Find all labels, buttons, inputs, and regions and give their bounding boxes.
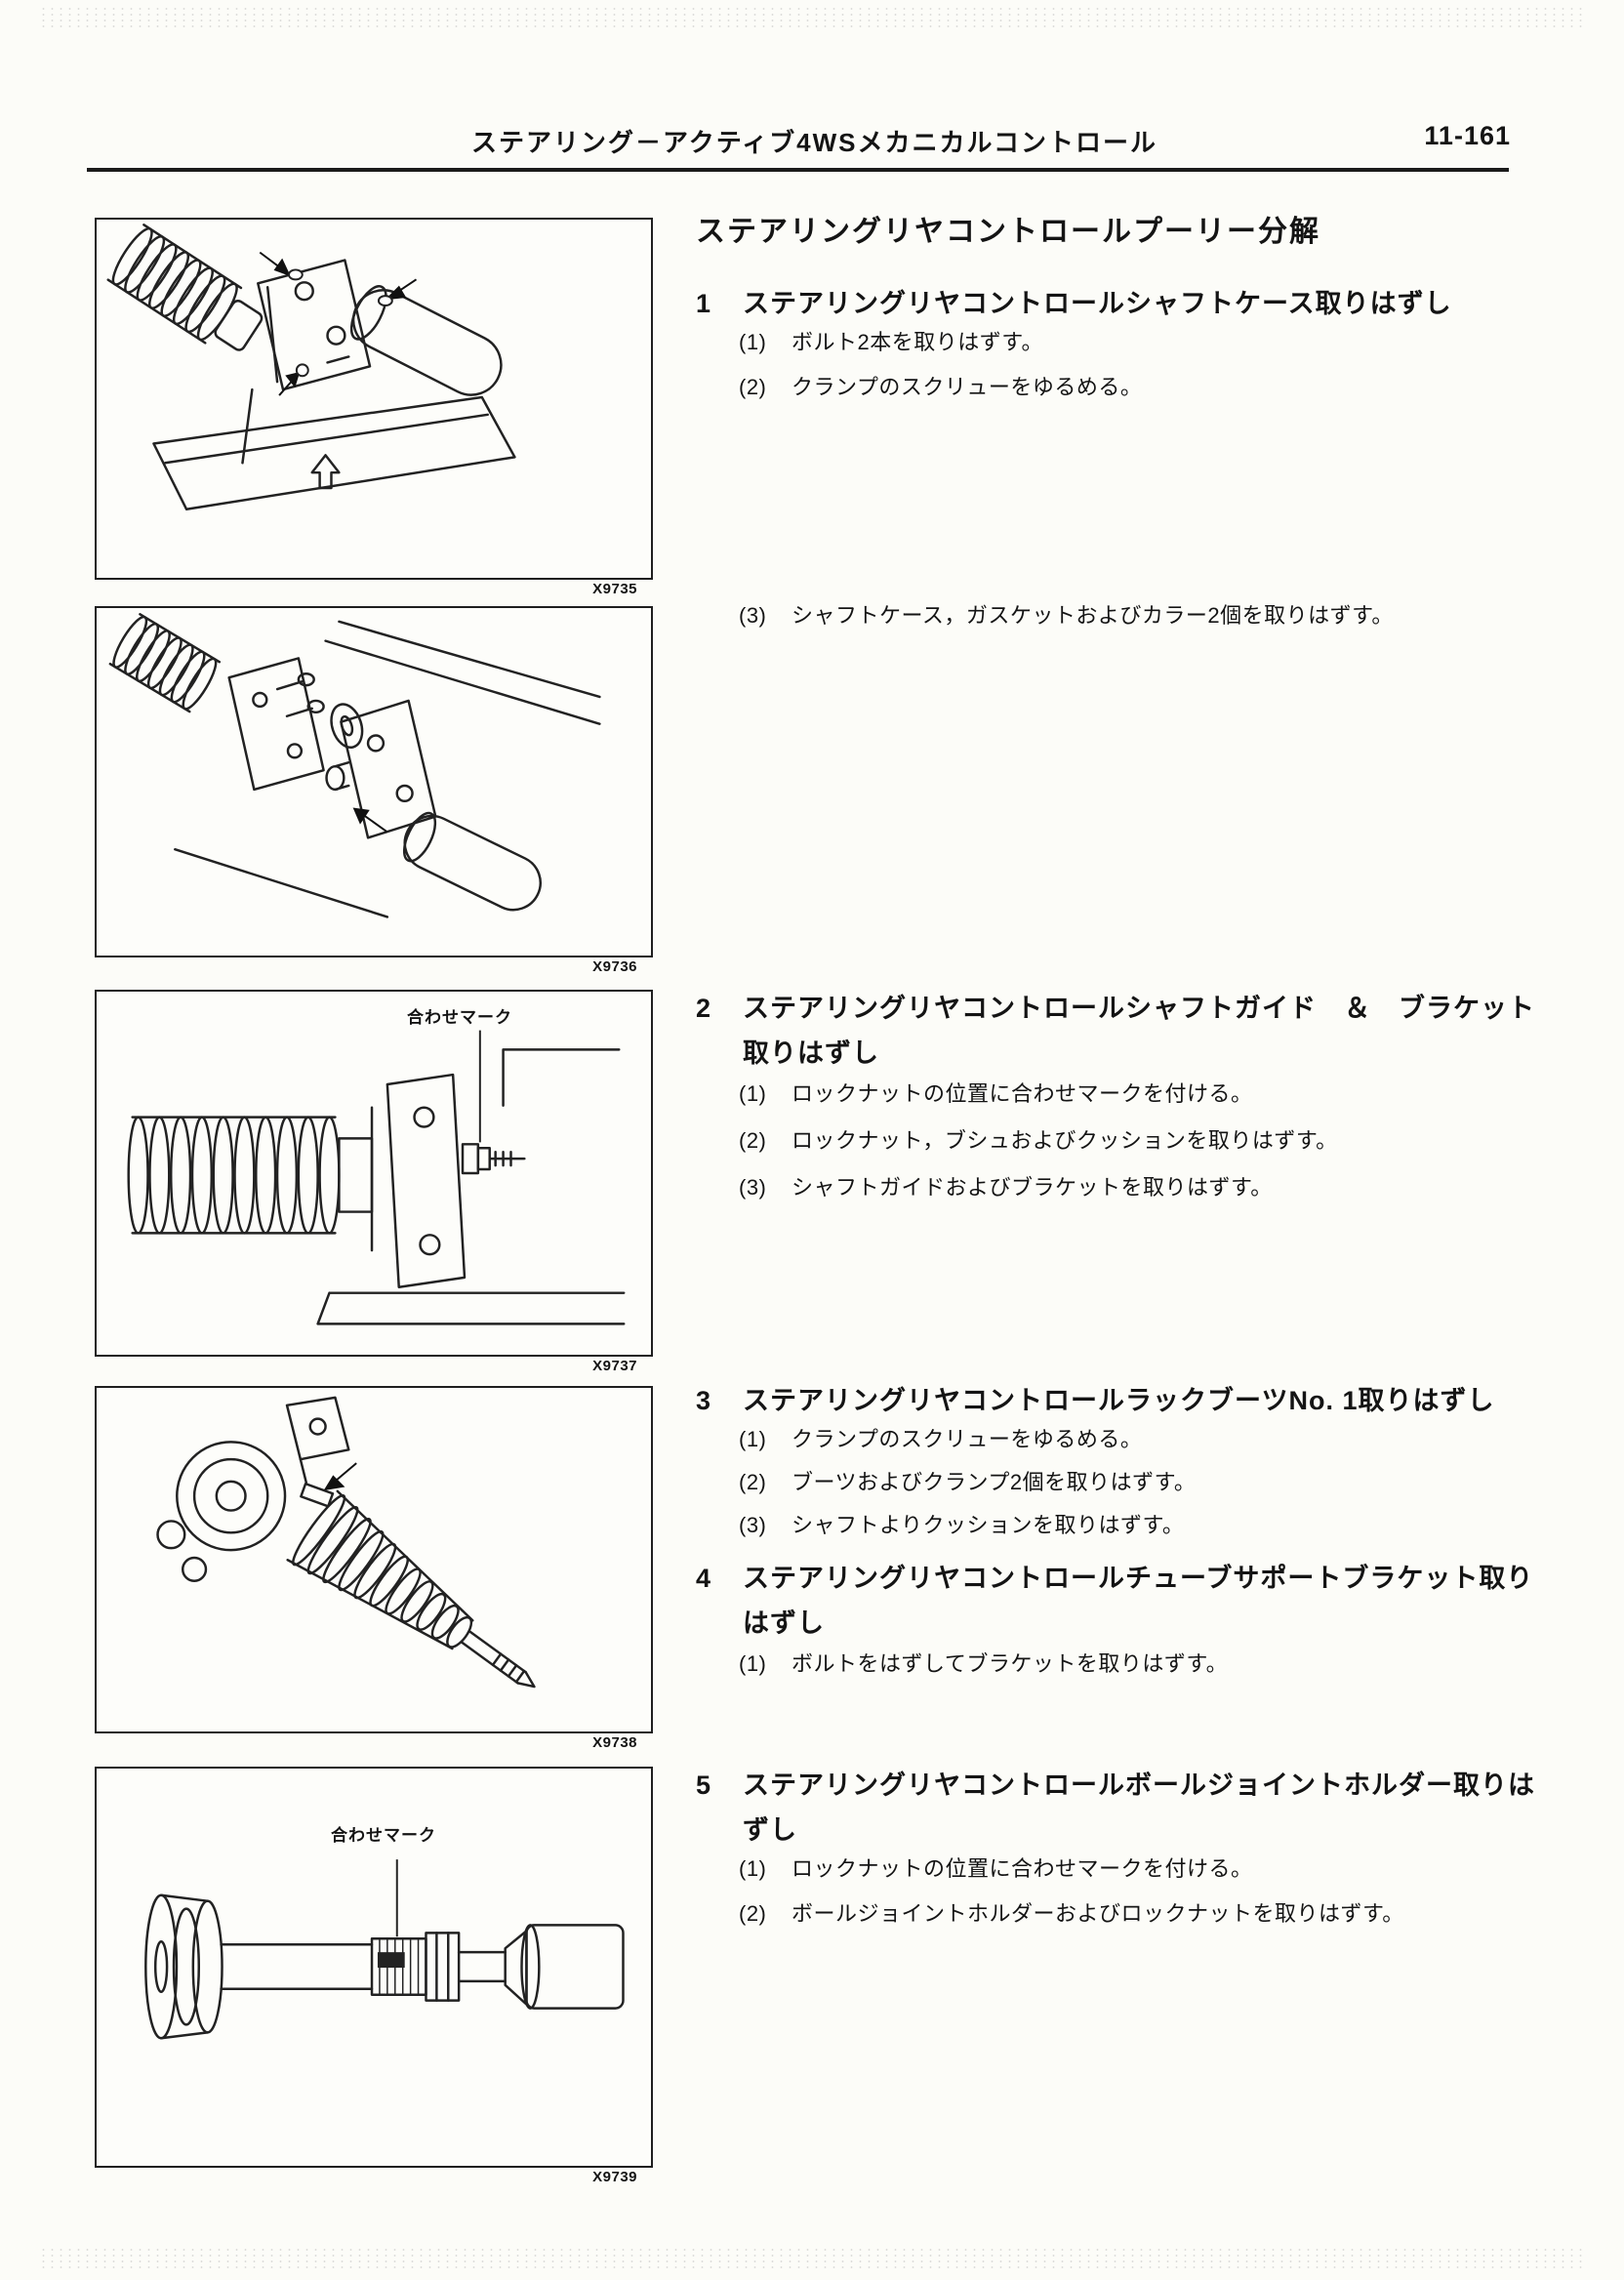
step: (3) シャフトガイドおよびブラケットを取りはずす。 xyxy=(696,1173,1537,1202)
figure-panel-x9735: X9735 xyxy=(95,218,653,597)
step-text: シャフトよりクッションを取りはずす。 xyxy=(792,1513,1185,1537)
section-title: ステアリングリヤコントロールチューブサポートブラケット取りはずし xyxy=(743,1564,1534,1638)
step-label: (1) xyxy=(739,1651,767,1676)
step: (1) ロックナットの位置に合わせマークを付ける。 xyxy=(696,1079,1537,1109)
figure-panel-x9738: X9738 xyxy=(95,1386,653,1751)
figure-caption: X9739 xyxy=(592,2169,637,2185)
figure-box xyxy=(95,1386,653,1733)
figure-caption: X9736 xyxy=(592,958,637,975)
ball-joint-holder-illustration xyxy=(144,1859,625,2040)
section-2-heading: 2 ステアリングリヤコントロールシャフトガイド ＆ ブラケット取りはずし xyxy=(696,986,1537,1076)
step-text: クランプのスクリューをゆるめる。 xyxy=(792,375,1143,399)
step-text: ボルト2本を取りはずす。 xyxy=(792,330,1044,354)
section-title: ステアリングリヤコントロールシャフトガイド ＆ ブラケット取りはずし xyxy=(743,994,1535,1068)
section-1-heading: 1 ステアリングリヤコントロールシャフトケース取りはずし xyxy=(696,281,1537,326)
step: (1) クランプのスクリューをゆるめる。 xyxy=(696,1425,1537,1454)
step-text: シャフトケース，ガスケットおよびカラー2個を取りはずす。 xyxy=(792,603,1394,628)
figure-box: 合わせマーク xyxy=(95,1767,653,2168)
step-text: ボルトをはずしてブラケットを取りはずす。 xyxy=(792,1651,1229,1676)
shaft-case-exploded-illustration xyxy=(108,613,601,918)
step-text: ボールジョイントホルダーおよびロックナットを取りはずす。 xyxy=(792,1901,1404,1926)
instructions-column: ステアリングリヤコントロールプーリー分解 1 ステアリングリヤコントロールシャフ… xyxy=(696,0,1537,2280)
step-label: (2) xyxy=(739,1901,767,1926)
section-title: ステアリングリヤコントロールラックブーツNo. 1取りはずし xyxy=(743,1386,1495,1415)
step-label: (1) xyxy=(739,1081,767,1106)
shaft-case-removal-illustration xyxy=(106,224,516,511)
figure-box xyxy=(95,218,653,580)
section-number: 1 xyxy=(696,289,712,318)
step: (2) クランプのスクリューをゆるめる。 xyxy=(696,373,1537,402)
page-number: 11-161 xyxy=(1424,121,1511,150)
step-label: (2) xyxy=(739,1470,767,1494)
header-rule xyxy=(87,168,1509,172)
figure-panel-x9737: 合わせマーク xyxy=(95,990,653,1374)
step-text: ロックナットの位置に合わせマークを付ける。 xyxy=(792,1856,1253,1881)
scan-noise-bottom xyxy=(39,2247,1585,2272)
step-label: (1) xyxy=(739,330,767,354)
figure-box xyxy=(95,606,653,957)
step-label: (2) xyxy=(739,375,767,399)
step: (2) ブーツおよびクランプ2個を取りはずす。 xyxy=(696,1468,1537,1497)
alignment-mark-label: 合わせマーク xyxy=(407,1008,512,1027)
figure-box: 合わせマーク xyxy=(95,990,653,1357)
section-number: 4 xyxy=(696,1564,712,1593)
step-text: シャフトガイドおよびブラケットを取りはずす。 xyxy=(792,1175,1273,1200)
section-title: ステアリングリヤコントロールシャフトケース取りはずし xyxy=(743,289,1452,318)
figure-caption: X9737 xyxy=(592,1358,637,1374)
section-3-heading: 3 ステアリングリヤコントロールラックブーツNo. 1取りはずし xyxy=(696,1378,1537,1423)
page-title: ステアリングリヤコントロールプーリー分解 xyxy=(696,216,1320,248)
figure-caption: X9735 xyxy=(592,581,637,597)
section-number: 3 xyxy=(696,1386,712,1415)
section-5-heading: 5 ステアリングリヤコントロールボールジョイントホルダー取りはずし xyxy=(696,1763,1537,1852)
step-label: (2) xyxy=(739,1128,767,1153)
step-text: クランプのスクリューをゆるめる。 xyxy=(792,1427,1143,1451)
rack-boot-illustration xyxy=(156,1396,536,1689)
section-4-heading: 4 ステアリングリヤコントロールチューブサポートブラケット取りはずし xyxy=(696,1556,1537,1646)
step-label: (1) xyxy=(739,1427,767,1451)
section-number: 2 xyxy=(696,994,712,1023)
step-label: (3) xyxy=(739,603,767,628)
step-label: (1) xyxy=(739,1856,767,1881)
step: (3) シャフトケース，ガスケットおよびカラー2個を取りはずす。 xyxy=(696,601,1537,631)
step-text: ロックナット，ブシュおよびクッションを取りはずす。 xyxy=(792,1128,1338,1153)
step-text: ロックナットの位置に合わせマークを付ける。 xyxy=(792,1081,1253,1106)
step: (1) ロックナットの位置に合わせマークを付ける。 xyxy=(696,1854,1537,1884)
section-title: ステアリングリヤコントロールボールジョイントホルダー取りはずし xyxy=(743,1771,1535,1845)
figure-caption: X9738 xyxy=(592,1734,637,1751)
step-label: (3) xyxy=(739,1175,767,1200)
alignment-mark-label: 合わせマーク xyxy=(331,1826,436,1845)
figure-panel-x9739: 合わせマーク xyxy=(95,1767,653,2185)
section-number: 5 xyxy=(696,1771,712,1800)
step: (2) ボールジョイントホルダーおよびロックナットを取りはずす。 xyxy=(696,1899,1537,1929)
step-text: ブーツおよびクランプ2個を取りはずす。 xyxy=(792,1470,1197,1494)
figure-panel-x9736: X9736 xyxy=(95,606,653,975)
shaft-guide-bracket-illustration xyxy=(127,1030,626,1325)
step: (3) シャフトよりクッションを取りはずす。 xyxy=(696,1511,1537,1540)
scan-noise-top xyxy=(39,6,1585,31)
step: (1) ボルトをはずしてブラケットを取りはずす。 xyxy=(696,1649,1537,1679)
step: (2) ロックナット，ブシュおよびクッションを取りはずす。 xyxy=(696,1126,1537,1156)
header-title: ステアリング－アクティブ4WSメカニカルコントロール xyxy=(471,128,1157,157)
step-label: (3) xyxy=(739,1513,767,1537)
step: (1) ボルト2本を取りはずす。 xyxy=(696,328,1537,357)
